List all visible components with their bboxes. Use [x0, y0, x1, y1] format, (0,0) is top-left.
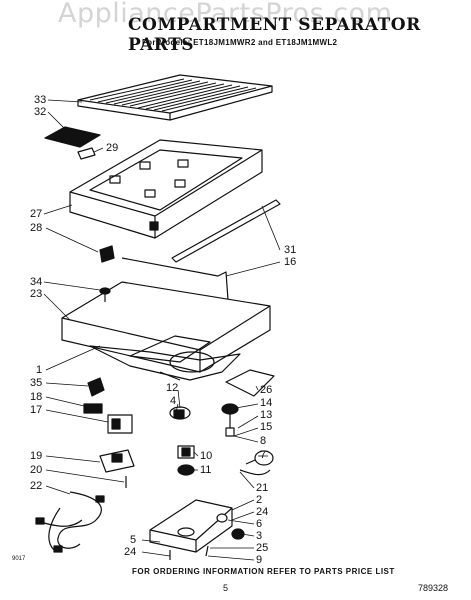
part-11-knob	[177, 464, 195, 476]
document-number: 789328	[418, 583, 449, 593]
part-10-switch	[177, 445, 195, 459]
part-6-knob	[216, 513, 228, 523]
callout-10: 10	[200, 450, 213, 462]
callout-leaders	[43, 99, 281, 561]
part-2-control-housing	[149, 499, 233, 553]
callout-5: 5	[130, 534, 137, 546]
part-26-pad	[225, 369, 275, 397]
callout-1: 1	[36, 364, 43, 376]
part-33-cover-grille	[77, 74, 273, 121]
page-title: COMPARTMENT SEPARATOR PARTS	[128, 15, 421, 55]
callout-28: 28	[30, 222, 43, 234]
callout-3: 3	[256, 530, 263, 542]
callout-25: 25	[256, 542, 269, 554]
callout-6: 6	[256, 518, 263, 530]
callout-9: 9	[256, 554, 263, 566]
callout-8: 8	[260, 435, 267, 447]
callout-15: 15	[260, 421, 273, 433]
part-32-label	[44, 126, 101, 148]
part-28-block	[99, 245, 115, 263]
part-22-wire-harness	[35, 491, 105, 553]
part-18-block	[83, 403, 103, 414]
part-19-thermostat	[99, 449, 135, 473]
part-35-bracket	[87, 377, 105, 397]
callout-2: 2	[256, 494, 263, 506]
callout-27: 27	[30, 208, 43, 220]
callout-31: 31	[284, 244, 297, 256]
part-7-bulb	[239, 450, 274, 476]
ordering-note: FOR ORDERING INFORMATION REFER TO PARTS …	[132, 567, 395, 576]
callout-11: 11	[200, 464, 212, 476]
callout-20: 20	[30, 464, 43, 476]
callout-4: 4	[170, 395, 177, 407]
part-23-separator-housing	[61, 281, 271, 381]
model-subtitle: For Models: ET18JM1MWR2 and ET18JM1MWL2	[142, 38, 338, 47]
part-9-screws	[169, 545, 209, 560]
part-27-frame	[69, 139, 263, 239]
callout-18: 18	[30, 391, 43, 403]
callout-29: 29	[106, 142, 119, 154]
callout-35: 35	[30, 377, 43, 389]
callout-16: 16	[284, 256, 297, 268]
callout-22: 22	[30, 480, 43, 492]
callout-24-left: 24	[124, 546, 137, 558]
callout-17: 17	[30, 404, 43, 416]
figure-code: 9017	[12, 556, 26, 562]
callout-13: 13	[260, 409, 273, 421]
callout-24-right: 24	[256, 506, 269, 518]
callout-19: 19	[30, 450, 43, 462]
callout-33: 33	[34, 94, 47, 106]
part-12-damper	[169, 406, 191, 420]
part-29-clip	[77, 147, 96, 160]
callout-7: 7	[260, 449, 267, 461]
callout-34: 34	[30, 276, 43, 288]
callout-14: 14	[260, 397, 273, 409]
page-number: 5	[223, 583, 229, 593]
part-13-socket	[221, 403, 239, 437]
part-17-control-body	[107, 414, 133, 434]
callout-26: 26	[260, 384, 273, 396]
callout-21: 21	[256, 482, 269, 494]
callout-12: 12	[166, 382, 179, 394]
part-31-strip	[171, 199, 281, 263]
callout-23: 23	[30, 288, 43, 300]
part-34-fastener	[99, 287, 111, 302]
watermark: AppliancePartsPros.com	[58, 0, 393, 29]
callout-32: 32	[34, 106, 47, 118]
